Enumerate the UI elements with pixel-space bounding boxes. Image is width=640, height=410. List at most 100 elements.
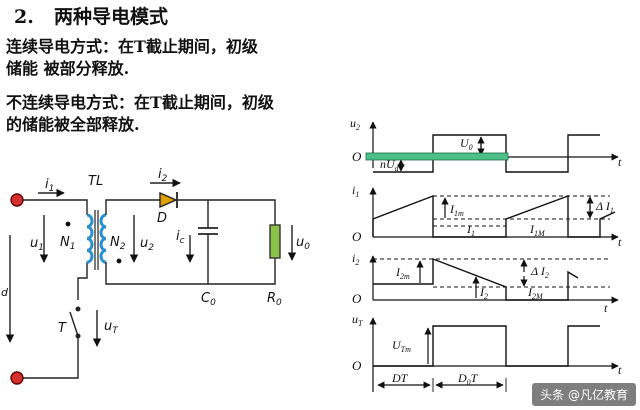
label-c0-sub: 0	[210, 298, 216, 308]
svg-text:Δ I1: Δ I1	[595, 199, 614, 215]
svg-text:N2: N2	[110, 235, 126, 252]
label-ut: u	[104, 319, 112, 334]
discontinuous-mode-text: 不连续导电方式：在T截止期间，初级 的储能被全部释放.	[6, 92, 326, 136]
svg-text:uT: uT	[352, 312, 363, 328]
svg-text:I2M: I2M	[527, 285, 544, 301]
label-i1-sub: 1	[49, 184, 55, 194]
load-resistor	[269, 224, 281, 259]
diode-d	[159, 191, 178, 209]
label-delta-i1-sub: 1	[610, 206, 614, 215]
label-i2-sub: 2	[162, 174, 168, 184]
svg-text:i2: i2	[352, 251, 359, 267]
switch-t	[69, 311, 79, 337]
svg-text:I2m: I2m	[395, 265, 410, 281]
label-i2-level: I	[479, 285, 485, 299]
secondary-coil	[99, 213, 107, 264]
switch-lower-wire	[23, 336, 79, 379]
label-i2: i	[158, 167, 162, 182]
waveform-labels: u2 O U0 nUd t i1 O I1m Δ I1 I1 I1M t i2 …	[350, 116, 622, 387]
label-u0-level: U	[460, 136, 470, 150]
label-u0-sub: 0	[304, 242, 310, 252]
axis-i2: i	[352, 251, 355, 265]
primary-top-wire	[23, 199, 88, 215]
t-axis-label-4: t	[618, 363, 622, 377]
svg-text:nUd: nUd	[380, 157, 400, 173]
input-terminal-bottom	[10, 371, 24, 385]
label-u2: u	[140, 236, 148, 251]
para-2-line-2: 的储能被全部释放.	[6, 115, 140, 134]
svg-text:I1M: I1M	[529, 222, 546, 238]
label-i1: i	[45, 177, 49, 192]
label-i1m: I	[449, 202, 455, 216]
svg-text:ic: ic	[176, 229, 185, 246]
label-nud: nU	[380, 157, 396, 171]
axis-i1: i	[352, 183, 355, 197]
label-u0-level-sub: 0	[469, 143, 473, 152]
label-ut-sub: T	[112, 326, 119, 336]
label-delta-i2: Δ I	[530, 264, 546, 278]
axis-i2-sub: 2	[355, 258, 359, 267]
label-ud: d	[1, 286, 9, 299]
label-d: D	[157, 211, 167, 226]
t-axis-label-3: t	[604, 301, 608, 315]
label-u1: u	[30, 236, 38, 251]
label-i1-level: I	[466, 222, 472, 236]
label-r0-sub: 0	[276, 298, 282, 308]
i1-waveform	[372, 194, 616, 238]
label-n1-sub: 1	[70, 242, 76, 252]
svg-text:u2: u2	[140, 236, 154, 253]
input-terminal-top	[10, 193, 24, 207]
label-i1m-sub: 1m	[454, 209, 464, 218]
flyback-circuit	[5, 178, 297, 385]
label-i2m-sub: 2m	[400, 272, 410, 281]
svg-text:D0T: D0T	[457, 371, 479, 387]
t-axis-label-1: t	[618, 155, 622, 169]
watermark: 头条 @凡亿教育	[532, 383, 636, 406]
label-i2m: I	[395, 265, 401, 279]
label-i2M-sub: 2M	[532, 292, 544, 301]
origin-i2: O	[352, 291, 362, 306]
svg-text:N1: N1	[60, 235, 75, 252]
label-i1M-sub: 1M	[534, 229, 546, 238]
svg-text:u1: u1	[30, 236, 44, 253]
svg-text:UTm: UTm	[392, 338, 411, 354]
label-i2M: I	[527, 285, 533, 299]
section-title: 两种导电模式	[54, 6, 169, 28]
secondary-dot	[116, 258, 122, 264]
continuous-mode-text: 连续导电方式：在T截止期间，初级 储能 被部分释放.	[6, 36, 326, 80]
label-i1-level-sub: 1	[471, 229, 475, 238]
svg-text:R0: R0	[267, 291, 282, 308]
axis-i1-sub: 1	[355, 190, 359, 199]
label-d0t: D	[457, 371, 467, 385]
label-delta-i1: Δ I	[595, 199, 611, 213]
svg-text:C0: C0	[201, 291, 216, 308]
origin-u2: O	[352, 149, 362, 164]
axis-ut-sub: T	[358, 319, 363, 328]
label-n2-sub: 2	[120, 242, 126, 252]
label-nud-sub: d	[395, 164, 400, 173]
label-u2-sub: 2	[148, 243, 154, 253]
label-u0: u	[296, 235, 304, 250]
label-tl: TL	[88, 174, 103, 189]
u2-zero-highlight	[365, 152, 509, 161]
svg-text:U0: U0	[460, 136, 473, 152]
label-i1M: I	[529, 222, 535, 236]
label-dt: DT	[391, 371, 409, 385]
svg-text:u0: u0	[296, 235, 310, 252]
slide-title: 2.两种导电模式	[14, 2, 168, 29]
svg-text:Δ I2: Δ I2	[530, 264, 549, 280]
label-delta-i2-sub: 2	[545, 271, 549, 280]
para-1-line-1: 连续导电方式：在T截止期间，初级	[6, 37, 258, 56]
svg-text:i1: i1	[352, 183, 359, 199]
origin-i1: O	[352, 229, 362, 244]
para-1-line-2: 储能 被部分释放.	[6, 59, 130, 78]
axis-ut: u	[352, 312, 358, 326]
svg-text:I1m: I1m	[449, 202, 464, 218]
axis-u2-sub: 2	[356, 123, 360, 132]
svg-text:I2: I2	[479, 285, 488, 301]
svg-text:I1: I1	[466, 222, 475, 238]
label-utm-sub: Tm	[401, 345, 411, 354]
switch-contact-bottom	[75, 333, 81, 339]
i2-waveform	[373, 257, 579, 301]
